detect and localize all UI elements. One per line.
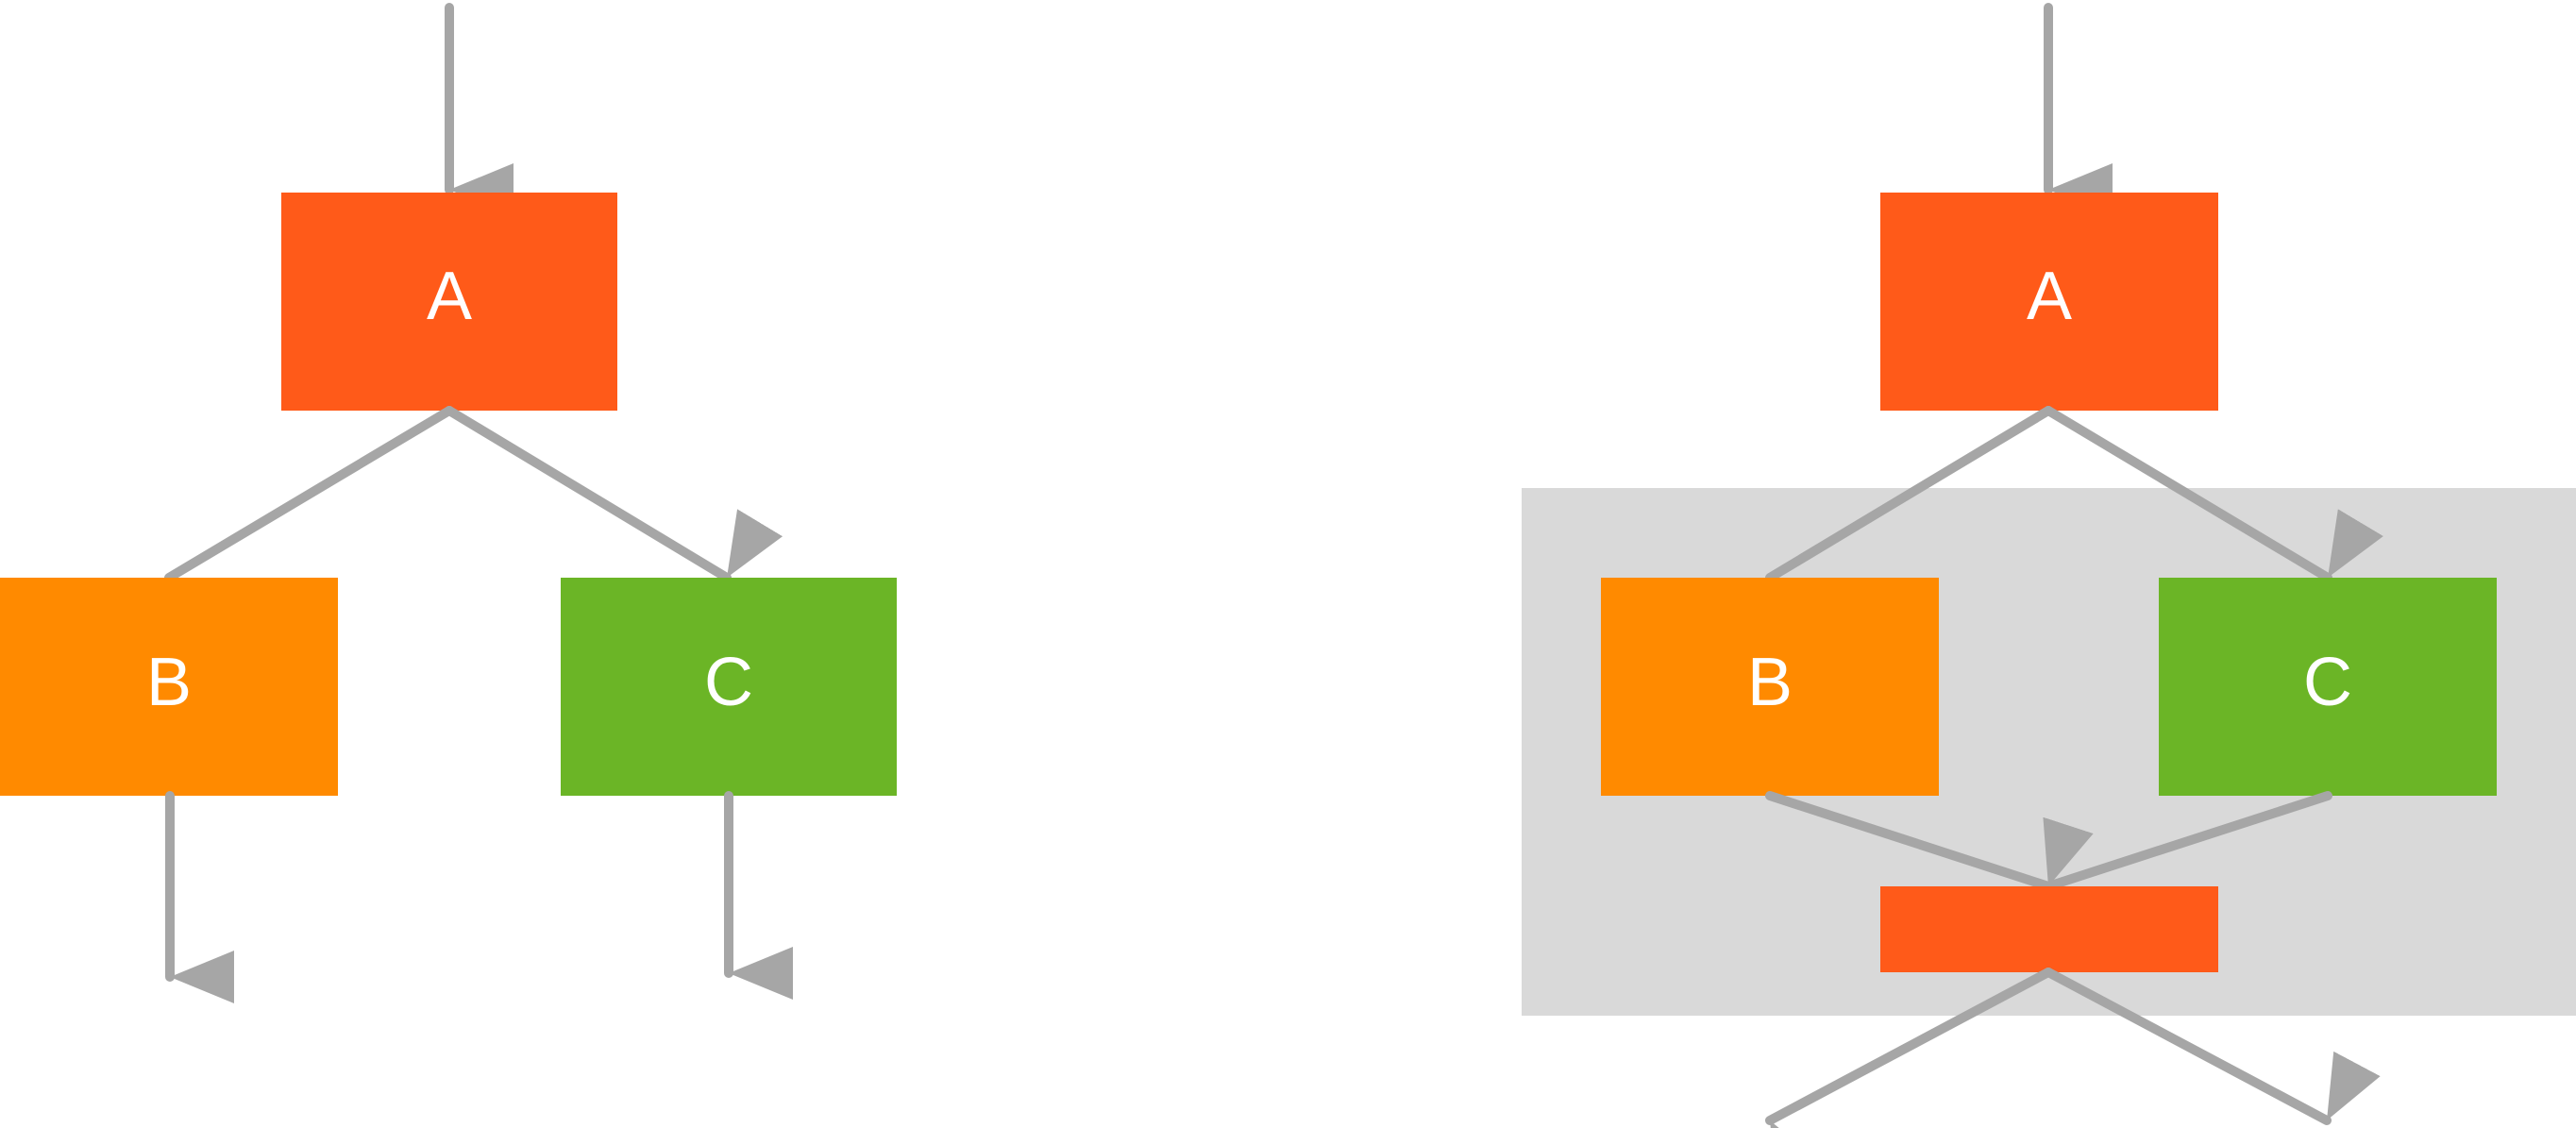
right-arrow-a-to-c xyxy=(2044,406,2383,582)
left-diagram: A B C xyxy=(0,3,897,1003)
left-node-b xyxy=(0,578,338,796)
right-node-b-label: B xyxy=(1747,645,1793,720)
right-merge-node xyxy=(1880,886,2218,972)
left-node-b-label: B xyxy=(146,645,192,720)
left-arrow-a-to-b xyxy=(164,406,454,647)
left-node-c xyxy=(561,578,897,796)
right-node-c xyxy=(2159,578,2497,796)
right-node-c-label: C xyxy=(2303,645,2352,720)
right-output-arrow-left xyxy=(1765,968,2053,1128)
right-node-b xyxy=(1601,578,1939,796)
right-node-a xyxy=(1880,193,2218,411)
right-arrow-c-to-merge xyxy=(2043,791,2332,956)
left-arrow-a-to-c xyxy=(445,406,783,582)
right-node-a-label: A xyxy=(2027,259,2072,334)
right-arrow-a-to-b xyxy=(1765,406,2053,647)
left-node-c-label: C xyxy=(704,645,753,720)
right-diagram: A B C xyxy=(1522,3,2576,1128)
left-node-a-label: A xyxy=(427,259,472,334)
right-arrow-b-to-merge xyxy=(1765,791,2094,891)
left-node-a xyxy=(281,193,617,411)
right-output-arrow-right xyxy=(2044,968,2381,1125)
